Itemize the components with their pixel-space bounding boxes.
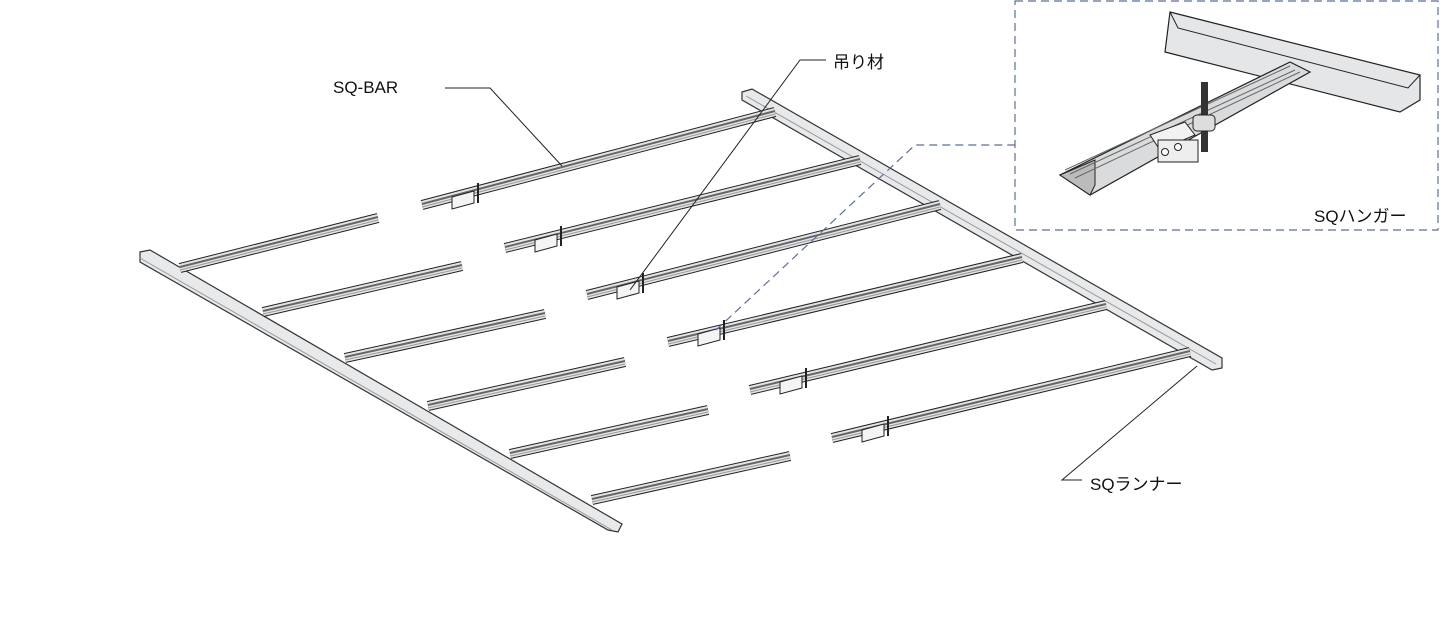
sq-bar: [420, 107, 777, 210]
sq-hanger-clip: [861, 416, 889, 443]
sq-bar: [508, 405, 710, 459]
label-sq-runner: SQランナー: [1090, 475, 1183, 494]
sq-bar: [261, 261, 464, 317]
sq-bar: [830, 347, 1192, 443]
label-sq-bar: SQ-BAR: [333, 78, 399, 97]
detail-callout-line: [715, 144, 1015, 331]
sq-bar: [585, 200, 942, 300]
sq-hanger-clip: [534, 226, 562, 253]
right-runner: [741, 88, 1223, 371]
sq-bar: [343, 309, 547, 363]
sq-bars: [178, 107, 1192, 505]
sq-bar-leader: [445, 87, 563, 167]
sq-bar: [178, 213, 380, 273]
sq-bar: [426, 357, 627, 411]
label-hanger-rod: 吊り材: [833, 53, 884, 72]
sq-hanger-detail-inset: [1014, 0, 1439, 231]
sq-hanger-clip: [451, 183, 479, 210]
sq-hanger-clip: [697, 320, 725, 347]
label-sq-hanger: SQハンガー: [1314, 207, 1407, 226]
sq-bar: [748, 300, 1108, 395]
hanger-rod-leader: [629, 59, 826, 291]
sq-bar: [666, 253, 1024, 347]
sq-hanger-clip: [779, 368, 807, 395]
sq-bar: [503, 155, 862, 253]
sq-bar: [590, 451, 792, 505]
sq-runner-leader: [1060, 365, 1198, 481]
left-runner: [139, 249, 623, 533]
